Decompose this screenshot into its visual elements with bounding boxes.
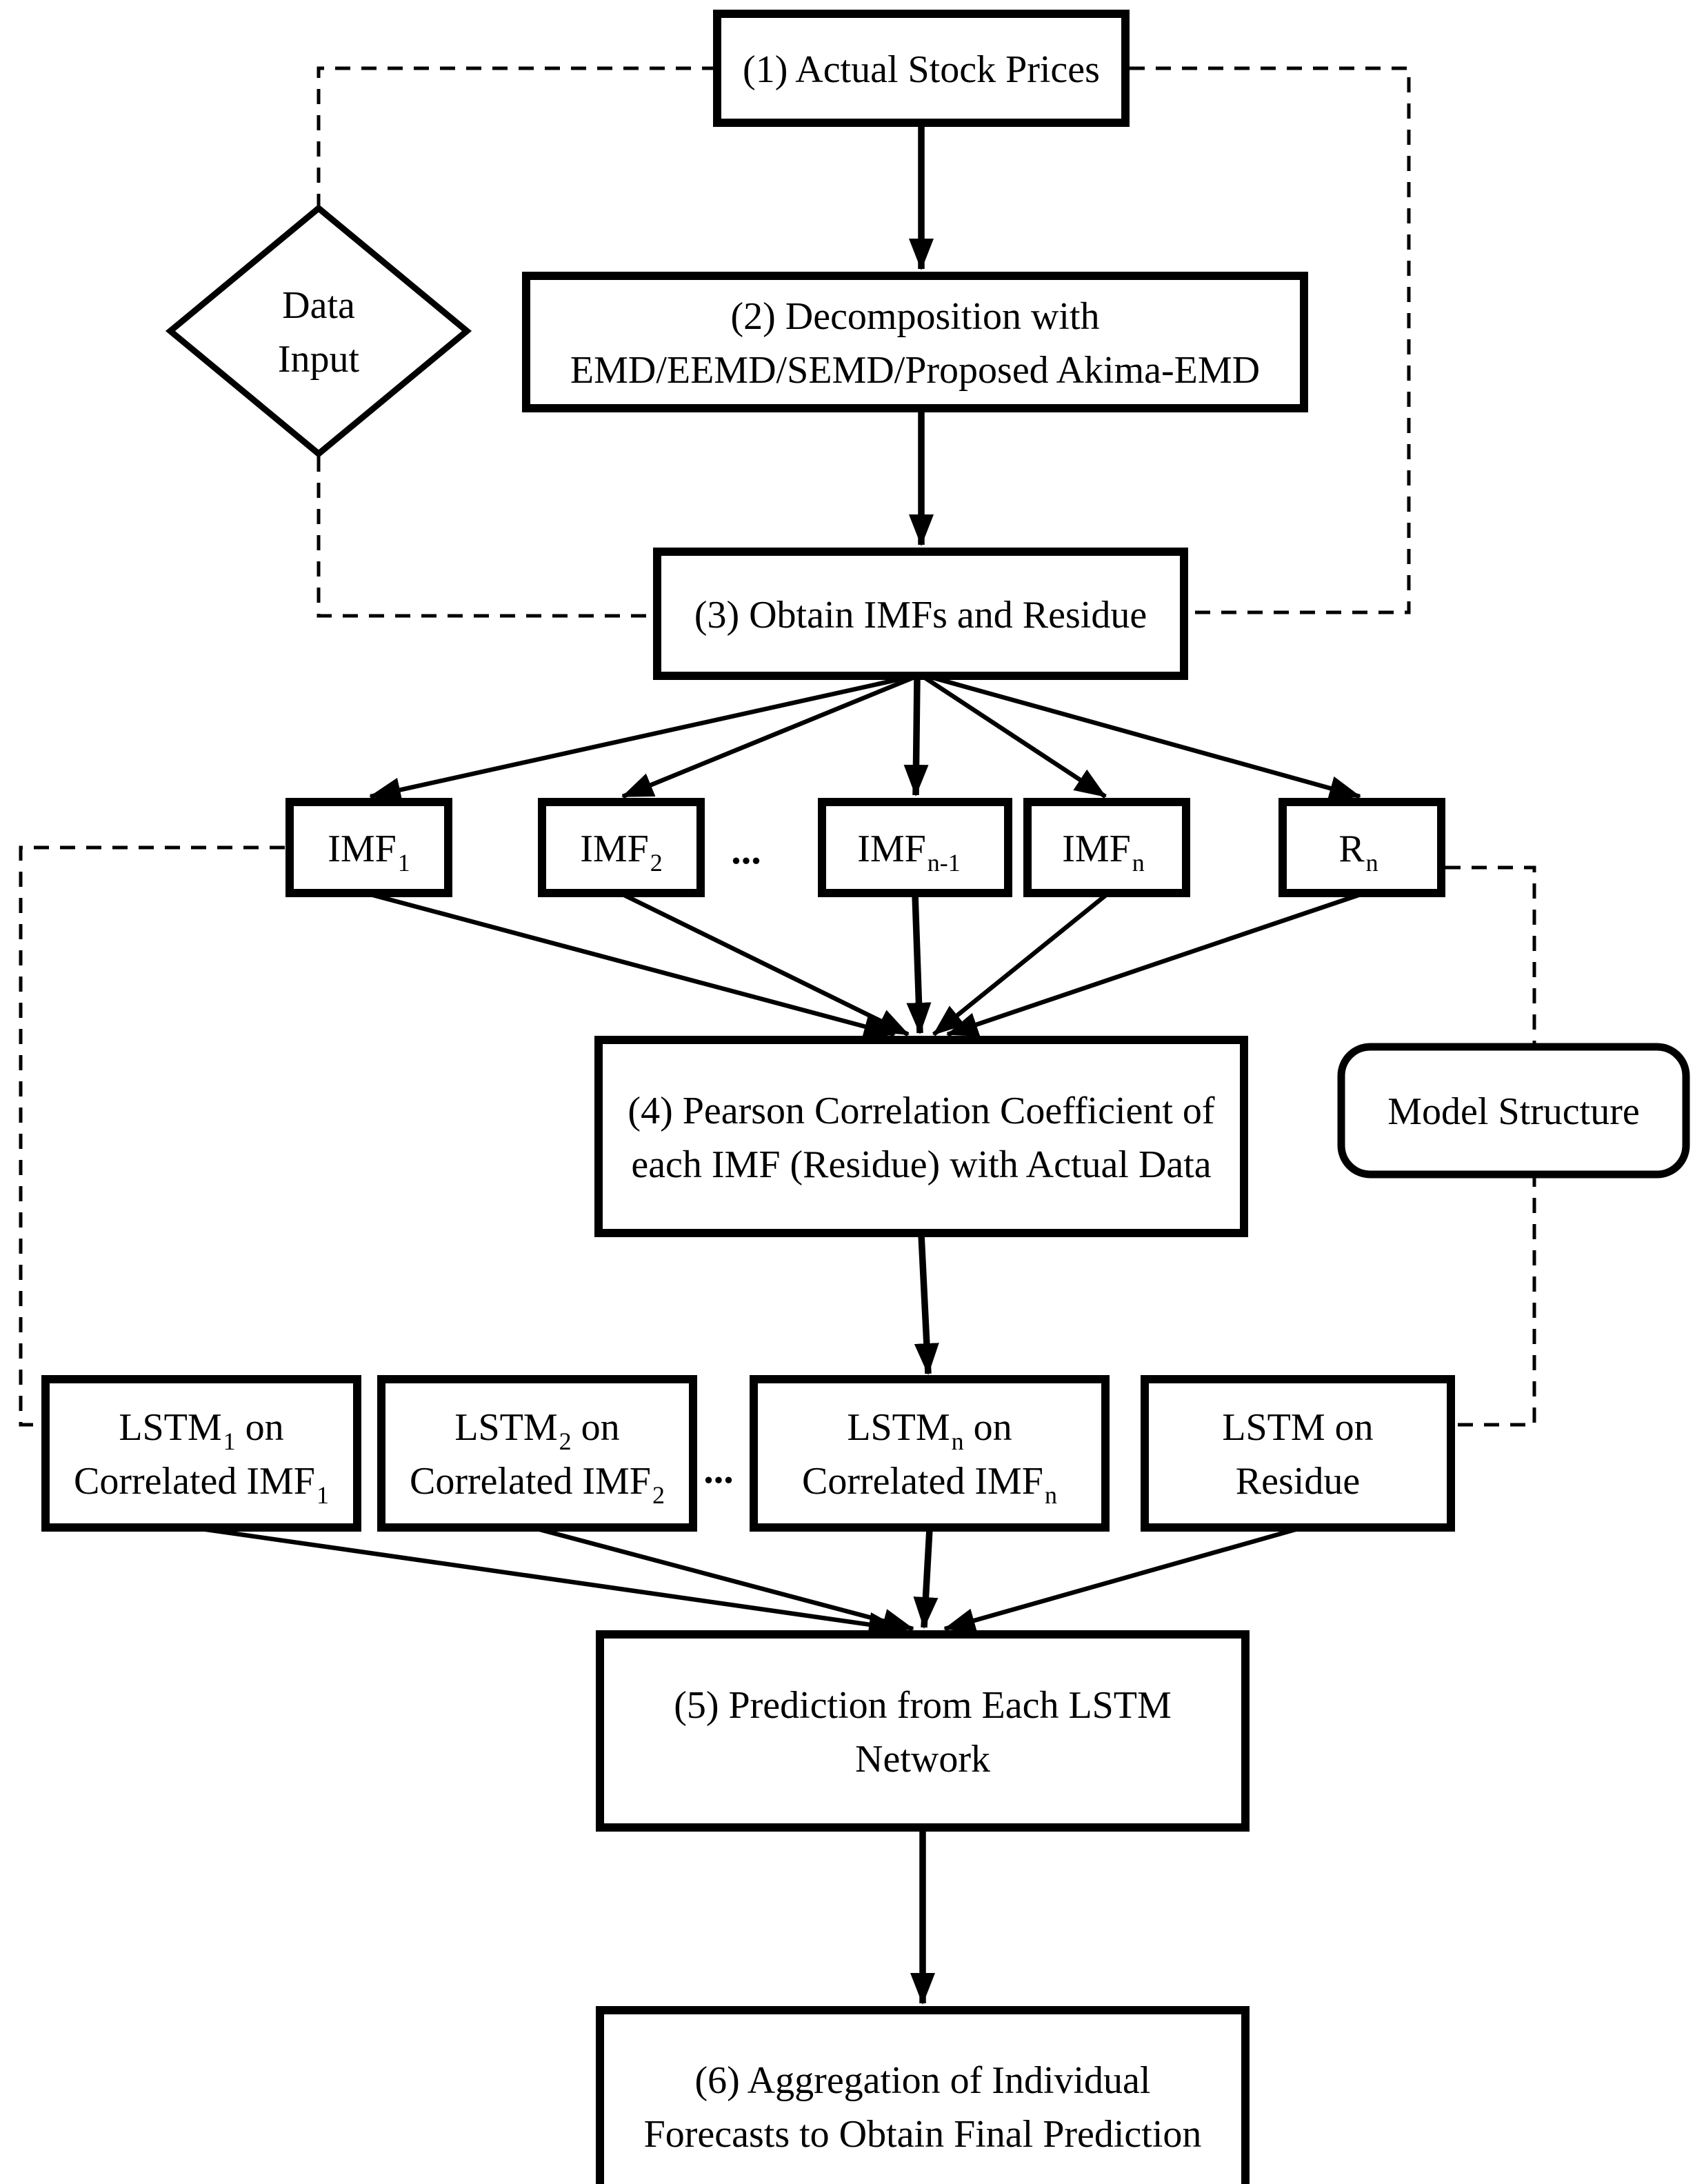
lstm-n-label-base: LSTM — [847, 1406, 950, 1449]
arrow-lstm2-to-box5 — [536, 1526, 914, 1634]
prediction-label-line2: Network — [855, 1738, 990, 1781]
prediction-box — [596, 1630, 1250, 1832]
arrow-imf-n1-to-box4 — [906, 894, 932, 1034]
actual-stock-prices-label: (1) Actual Stock Prices — [743, 48, 1100, 91]
arrow-imf2-to-box4 — [621, 892, 910, 1036]
arrow-lstm-n-to-box5 — [913, 1528, 939, 1629]
data-input-diamond — [165, 204, 472, 458]
lstm-residue-label-line2: Residue — [1236, 1460, 1360, 1503]
rn-label-sub: n — [1366, 849, 1378, 876]
imf-n-box — [1023, 798, 1190, 897]
arrow-imf-n-to-box4 — [932, 892, 1109, 1036]
prediction-label-line1: (5) Prediction from Each LSTM — [674, 1684, 1172, 1727]
pearson-correlation-label-line1: (4) Pearson Correlation Coefficient of — [628, 1090, 1215, 1132]
obtain-imfs-label: (3) Obtain IMFs and Residue — [694, 594, 1147, 637]
dashed-connector-diamond-to-box3 — [317, 457, 653, 618]
imf1-label: IMF1 — [328, 828, 410, 876]
arrow-box3-to-imf-n1 — [903, 677, 929, 797]
arrow-box3-to-imf1 — [369, 674, 910, 803]
imf2-label: IMF2 — [580, 828, 663, 876]
aggregation-label-line1: (6) Aggregation of Individual — [695, 2059, 1151, 2102]
imf1-box — [285, 798, 452, 897]
arrow-imf1-to-box4 — [370, 892, 896, 1039]
imf2-box — [538, 798, 705, 897]
arrow-box3-to-rn — [930, 674, 1361, 801]
lstm-row-ellipsis: ... — [703, 1447, 734, 1492]
lstm2-box — [377, 1375, 697, 1532]
lstm2-label-base: LSTM — [454, 1406, 557, 1449]
lstm1-l2-sub: 1 — [317, 1481, 329, 1509]
lstm2-l2-sub: 2 — [652, 1481, 665, 1509]
imf1-label-base: IMF — [328, 828, 397, 870]
lstm-n-l2-base: Correlated IMF — [802, 1460, 1043, 1503]
decomposition-label-line1: (2) Decomposition with — [730, 295, 1099, 338]
lstm1-label-sub: 1 — [223, 1427, 236, 1455]
lstm1-label-line1: LSTM1 on — [119, 1406, 283, 1455]
imf-n-label-sub: n — [1132, 849, 1145, 876]
lstm1-label-rest: on — [245, 1406, 284, 1449]
lstm-n-label-sub: n — [952, 1427, 964, 1455]
lstm-residue-label-line1: LSTM on — [1222, 1406, 1373, 1449]
lstm-residue-box — [1141, 1375, 1455, 1532]
arrow-rn-to-box4 — [946, 892, 1362, 1037]
rn-label-base: R — [1338, 828, 1365, 870]
data-input-label-line1: Data — [282, 284, 355, 327]
lstm1-label-base: LSTM — [119, 1406, 221, 1449]
lstm-n-l2-sub: n — [1045, 1481, 1057, 1509]
imf2-label-base: IMF — [580, 828, 649, 870]
aggregation-box — [596, 2006, 1250, 2184]
pearson-correlation-box — [594, 1036, 1248, 1237]
lstm1-label-line2: Correlated IMF1 — [74, 1460, 329, 1509]
imf-n1-label: IMFn-1 — [857, 828, 961, 876]
imf-row-ellipsis: ... — [731, 828, 761, 872]
decomposition-box — [522, 272, 1308, 412]
obtain-imfs-box — [653, 548, 1188, 680]
arrow-box3-to-imf-n — [923, 675, 1107, 799]
arrow-box3-to-imf2 — [621, 674, 916, 799]
lstm1-box — [41, 1375, 361, 1532]
imf-n1-box — [818, 798, 1012, 897]
dashed-connector-imf1-to-lstm1 — [19, 845, 285, 1427]
rn-label: Rn — [1338, 828, 1378, 876]
lstm2-label-sub: 2 — [559, 1427, 572, 1455]
dashed-connector-box1-to-diamond — [317, 66, 717, 206]
decomposition-label-line2: EMD/EEMD/SEMD/Proposed Akima-EMD — [570, 349, 1260, 392]
imf-n1-label-sub: n-1 — [927, 849, 961, 876]
model-structure-label: Model Structure — [1387, 1090, 1639, 1133]
lstm2-l2-base: Correlated IMF — [410, 1460, 651, 1503]
dashed-connector-box1-to-box3-right — [1130, 66, 1411, 614]
data-input-label-line2: Input — [278, 338, 360, 381]
imf2-label-sub: 2 — [650, 849, 663, 876]
pearson-correlation-label-line2: each IMF (Residue) with Actual Data — [631, 1143, 1211, 1186]
lstm2-label-rest: on — [581, 1406, 620, 1449]
arrow-lstm-residue-to-box5 — [943, 1526, 1298, 1633]
imf1-label-sub: 1 — [398, 849, 410, 876]
imf-n1-label-base: IMF — [857, 828, 926, 870]
imf-n-label: IMFn — [1062, 828, 1145, 876]
arrow-box4-to-lstm-n — [914, 1234, 939, 1375]
imf-n-label-base: IMF — [1062, 828, 1131, 870]
actual-stock-prices-box — [713, 10, 1130, 127]
arrow-lstm1-to-box5 — [201, 1526, 901, 1637]
lstm2-label-line1: LSTM2 on — [454, 1406, 619, 1455]
lstm-n-label-line2: Correlated IMFn — [802, 1460, 1057, 1509]
aggregation-label-line2: Forecasts to Obtain Final Prediction — [644, 2113, 1202, 2156]
lstm2-label-line2: Correlated IMF2 — [410, 1460, 665, 1509]
rn-box — [1278, 798, 1445, 897]
lstm1-l2-base: Correlated IMF — [74, 1460, 315, 1503]
model-structure-box — [1337, 1043, 1690, 1179]
lstm-n-box — [750, 1375, 1110, 1532]
lstm-n-label-rest: on — [974, 1406, 1012, 1449]
